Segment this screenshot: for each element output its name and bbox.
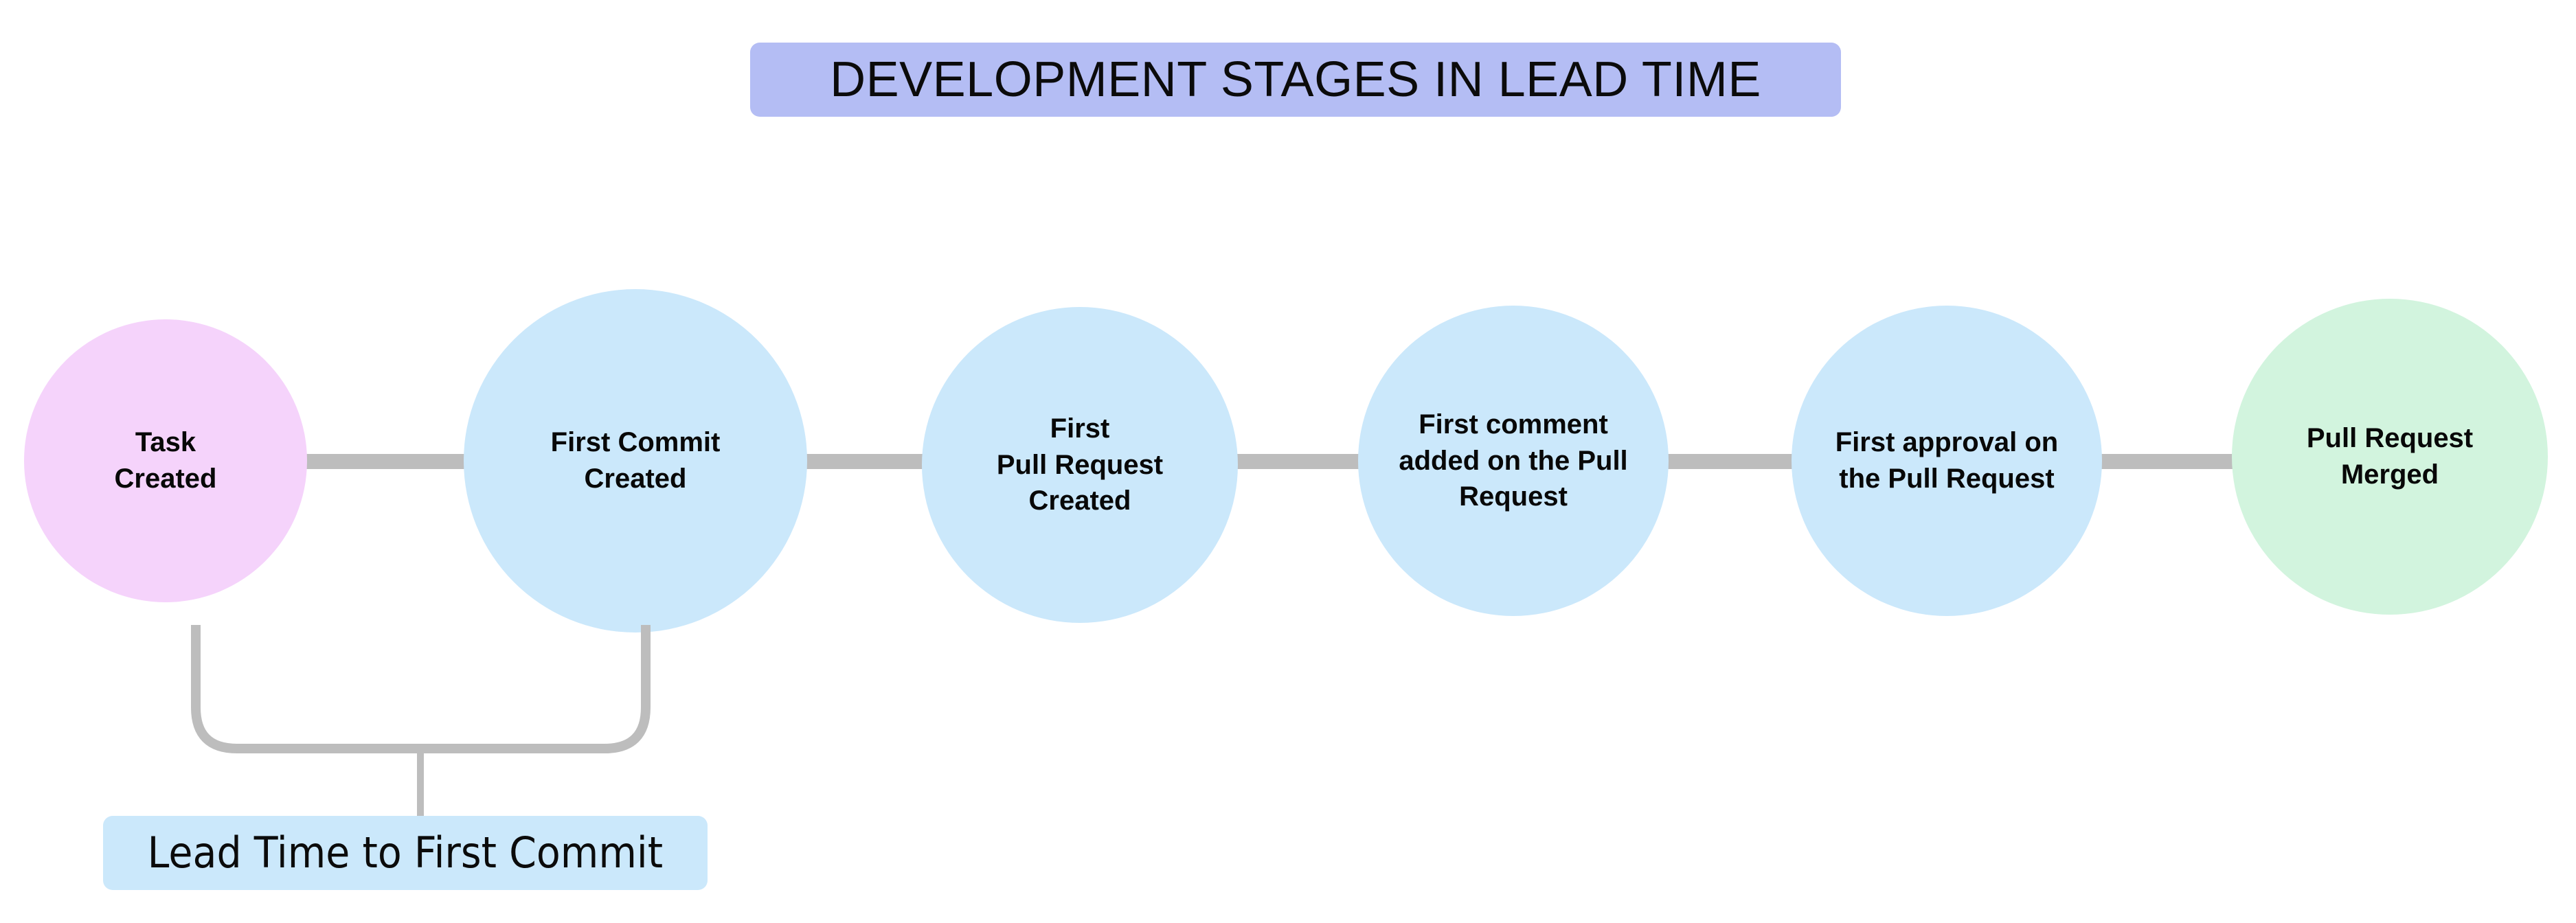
node-task-created[interactable]: Task Created [24,319,307,602]
node-first-approval-on-pull-request-label: First approval on the Pull Request [1835,427,2059,494]
connector-commit-to-pull-request [802,454,926,469]
node-task-created-label: Task Created [114,427,217,494]
node-first-pull-request-created-label: First Pull Request Created [996,413,1164,516]
lead-time-label-box[interactable]: Lead Time to First Commit [103,816,708,890]
node-first-pull-request-created[interactable]: First Pull Request Created [922,307,1238,623]
node-first-comment-on-pull-request-label: First comment added on the Pull Request [1399,409,1628,512]
lead-time-bracket [191,625,651,824]
connector-task-to-commit [304,454,473,469]
connector-approval-to-merged [2098,454,2235,469]
node-first-comment-on-pull-request[interactable]: First comment added on the Pull Request [1358,306,1669,616]
connector-pull-request-to-comment [1234,454,1362,469]
page-title: DEVELOPMENT STAGES IN LEAD TIME [830,52,1761,107]
node-pull-request-merged[interactable]: Pull Request Merged [2232,299,2548,615]
lead-time-label: Lead Time to First Commit [147,828,664,878]
connector-comment-to-approval [1665,454,1796,469]
node-first-commit-created-label: First Commit Created [550,427,721,494]
node-pull-request-merged-label: Pull Request Merged [2306,423,2474,490]
node-first-approval-on-pull-request[interactable]: First approval on the Pull Request [1792,306,2102,616]
node-first-commit-created[interactable]: First Commit Created [464,289,807,633]
page-title-banner: DEVELOPMENT STAGES IN LEAD TIME [750,43,1841,117]
